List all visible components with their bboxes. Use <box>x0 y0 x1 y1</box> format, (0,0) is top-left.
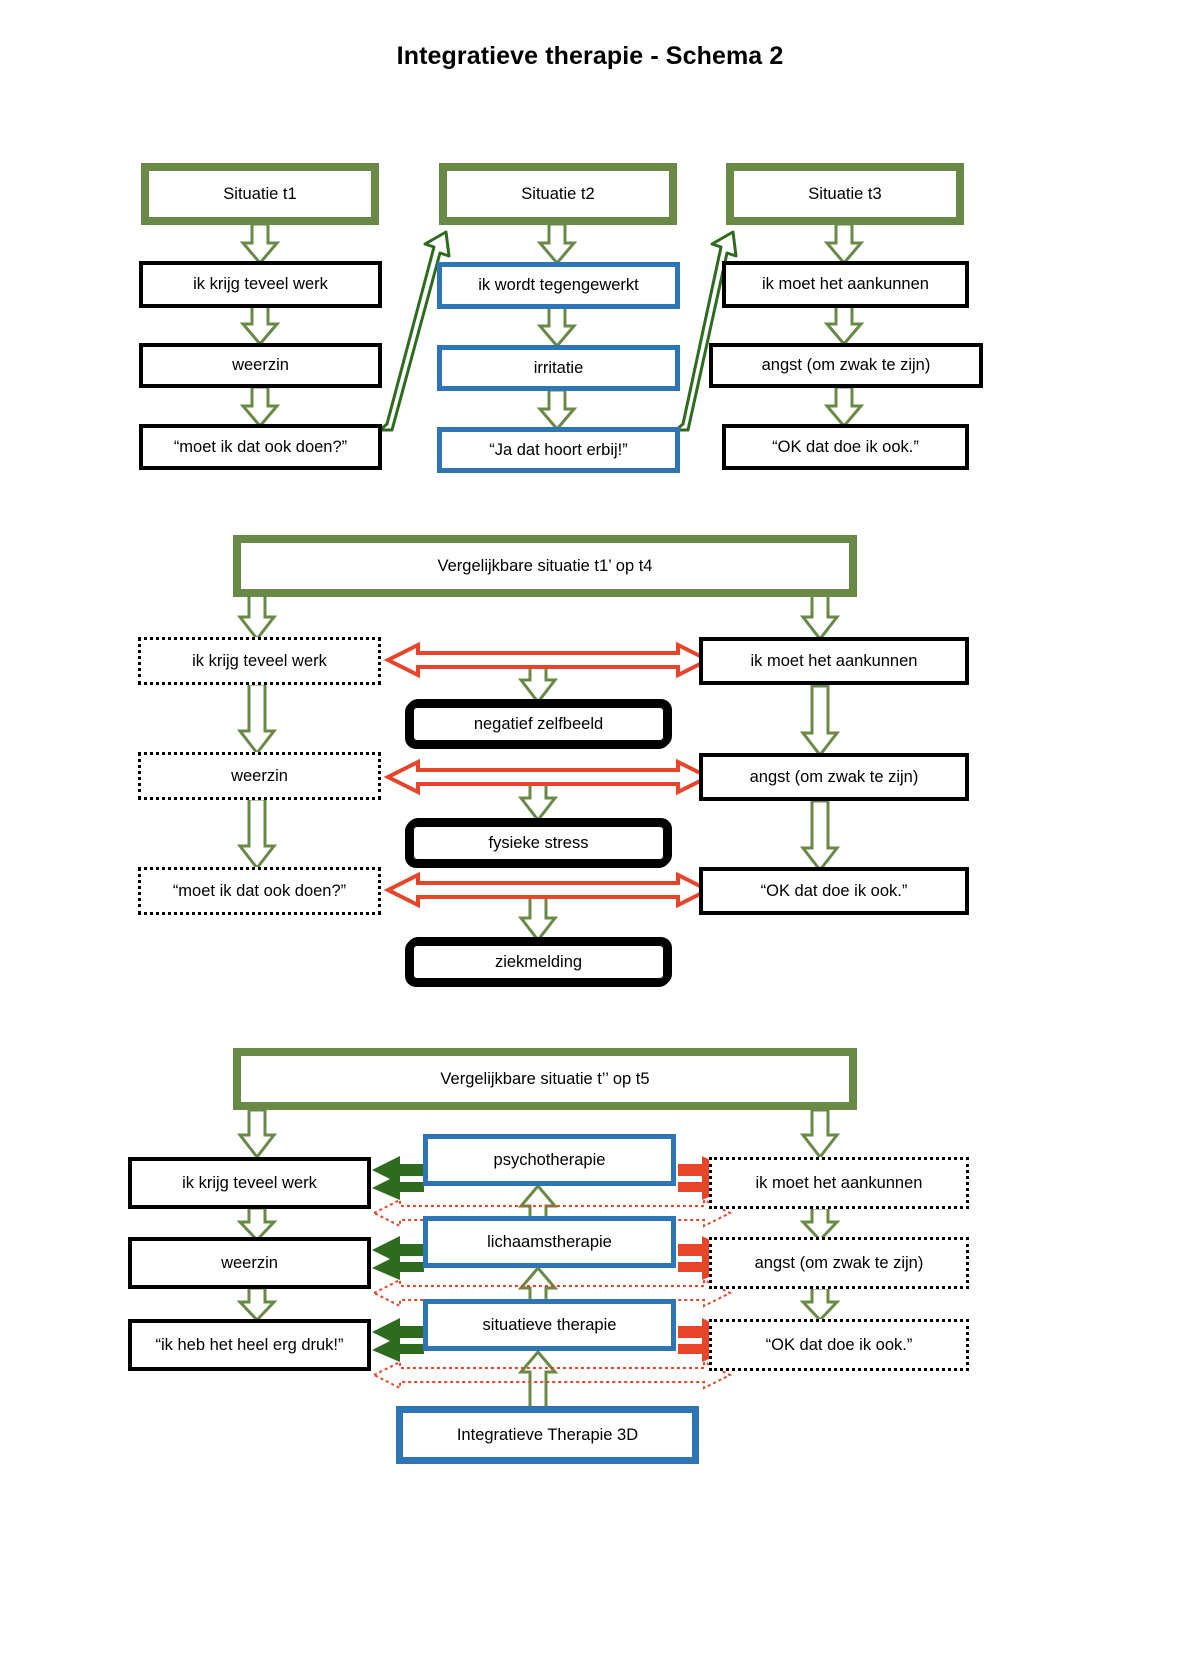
page-title: Integratieve therapie - Schema 2 <box>396 42 784 70</box>
t1-step-2[interactable]: weerzin <box>139 343 382 388</box>
top-section-arrows <box>239 222 865 432</box>
t1-step-3-label: “moet ik dat ook doen?” <box>173 437 348 456</box>
middle-center-1[interactable]: negatief zelfbeeld <box>406 700 671 748</box>
t2-step-1-label: ik wordt tegengewerkt <box>478 276 639 295</box>
middle-right-1-label: ik moet het aankunnen <box>750 651 918 670</box>
middle-right-3-label: “OK dat doe ik ook.” <box>760 881 908 900</box>
t2-step-2[interactable]: irritatie <box>437 345 680 391</box>
therapy-box-lichaamstherapie-label: lichaamstherapie <box>487 1232 612 1251</box>
bottom-right-1-label: ik moet het aankunnen <box>755 1173 923 1192</box>
situation-header-t1-label: Situatie t1 <box>223 184 297 203</box>
t3-step-3[interactable]: “OK dat doe ik ook.” <box>722 424 969 470</box>
middle-section-header-label: Vergelijkbare situatie t1’ op t4 <box>437 556 653 575</box>
middle-left-2[interactable]: weerzin <box>138 752 381 800</box>
bottom-left-3[interactable]: “ik heb het heel erg druk!” <box>128 1319 371 1371</box>
t2-step-3[interactable]: “Ja dat hoort erbij!” <box>437 427 680 473</box>
t1-step-3[interactable]: “moet ik dat ook doen?” <box>139 424 382 470</box>
middle-right-2[interactable]: angst (om zwak te zijn) <box>699 753 969 801</box>
therapy-box-situatieve-therapie-label: situatieve therapie <box>482 1315 617 1334</box>
bottom-left-1-label: ik krijg teveel werk <box>182 1173 317 1192</box>
bottom-left-2[interactable]: weerzin <box>128 1237 371 1289</box>
foundation-box-label: Integratieve Therapie 3D <box>456 1425 639 1444</box>
situation-header-t1[interactable]: Situatie t1 <box>141 163 379 225</box>
bottom-right-3[interactable]: “OK dat doe ik ook.” <box>709 1319 969 1371</box>
bottom-section-header-label: Vergelijkbare situatie t’’ op t5 <box>440 1069 650 1088</box>
middle-right-3[interactable]: “OK dat doe ik ook.” <box>699 867 969 915</box>
middle-right-2-label: angst (om zwak te zijn) <box>749 767 919 786</box>
middle-left-3-label: “moet ik dat ook doen?” <box>172 881 347 900</box>
middle-center-2[interactable]: fysieke stress <box>406 819 671 867</box>
t3-step-2[interactable]: angst (om zwak te zijn) <box>709 343 983 388</box>
t3-step-2-label: angst (om zwak te zijn) <box>761 356 931 375</box>
bottom-right-1[interactable]: ik moet het aankunnen <box>709 1157 969 1209</box>
therapy-box-situatieve-therapie[interactable]: situatieve therapie <box>423 1299 676 1351</box>
middle-left-1[interactable]: ik krijg teveel werk <box>138 637 381 685</box>
bottom-right-2[interactable]: angst (om zwak te zijn) <box>709 1237 969 1289</box>
t1-step-2-label: weerzin <box>232 356 289 375</box>
bottom-left-3-label: “ik heb het heel erg druk!” <box>155 1335 344 1354</box>
t2-step-1[interactable]: ik wordt tegengewerkt <box>437 262 680 309</box>
bottom-right-3-label: “OK dat doe ik ook.” <box>765 1335 913 1354</box>
bottom-section-header[interactable]: Vergelijkbare situatie t’’ op t5 <box>233 1048 857 1110</box>
bottom-left-2-label: weerzin <box>221 1253 278 1272</box>
t2-step-2-label: irritatie <box>533 358 584 377</box>
therapy-box-psychotherapie[interactable]: psychotherapie <box>423 1134 676 1186</box>
middle-left-3[interactable]: “moet ik dat ook doen?” <box>138 867 381 915</box>
t1-step-1-label: ik krijg teveel werk <box>193 275 328 294</box>
middle-left-1-label: ik krijg teveel werk <box>192 651 327 670</box>
situation-header-t3-label: Situatie t3 <box>808 184 882 203</box>
foundation-box-integratieve-therapie-3d[interactable]: Integratieve Therapie 3D <box>396 1406 699 1464</box>
situation-header-t2-label: Situatie t2 <box>521 184 595 203</box>
situation-header-t3[interactable]: Situatie t3 <box>726 163 964 225</box>
middle-center-1-label: negatief zelfbeeld <box>473 714 604 733</box>
middle-section-header[interactable]: Vergelijkbare situatie t1’ op t4 <box>233 535 857 597</box>
middle-center-2-label: fysieke stress <box>488 833 589 852</box>
therapy-box-psychotherapie-label: psychotherapie <box>493 1150 606 1169</box>
t3-step-1[interactable]: ik moet het aankunnen <box>722 261 969 308</box>
t3-step-1-label: ik moet het aankunnen <box>762 275 929 294</box>
t2-step-3-label: “Ja dat hoort erbij!” <box>489 440 628 459</box>
bottom-left-1[interactable]: ik krijg teveel werk <box>128 1157 371 1209</box>
therapy-box-lichaamstherapie[interactable]: lichaamstherapie <box>423 1216 676 1268</box>
middle-center-3-label: ziekmelding <box>494 952 583 971</box>
t1-step-1[interactable]: ik krijg teveel werk <box>139 261 382 308</box>
middle-right-1[interactable]: ik moet het aankunnen <box>699 637 969 685</box>
t3-step-3-label: “OK dat doe ik ook.” <box>772 437 919 456</box>
middle-center-3[interactable]: ziekmelding <box>406 938 671 986</box>
middle-left-2-label: weerzin <box>231 766 288 785</box>
situation-header-t2[interactable]: Situatie t2 <box>439 163 677 225</box>
bottom-right-2-label: angst (om zwak te zijn) <box>754 1253 924 1272</box>
